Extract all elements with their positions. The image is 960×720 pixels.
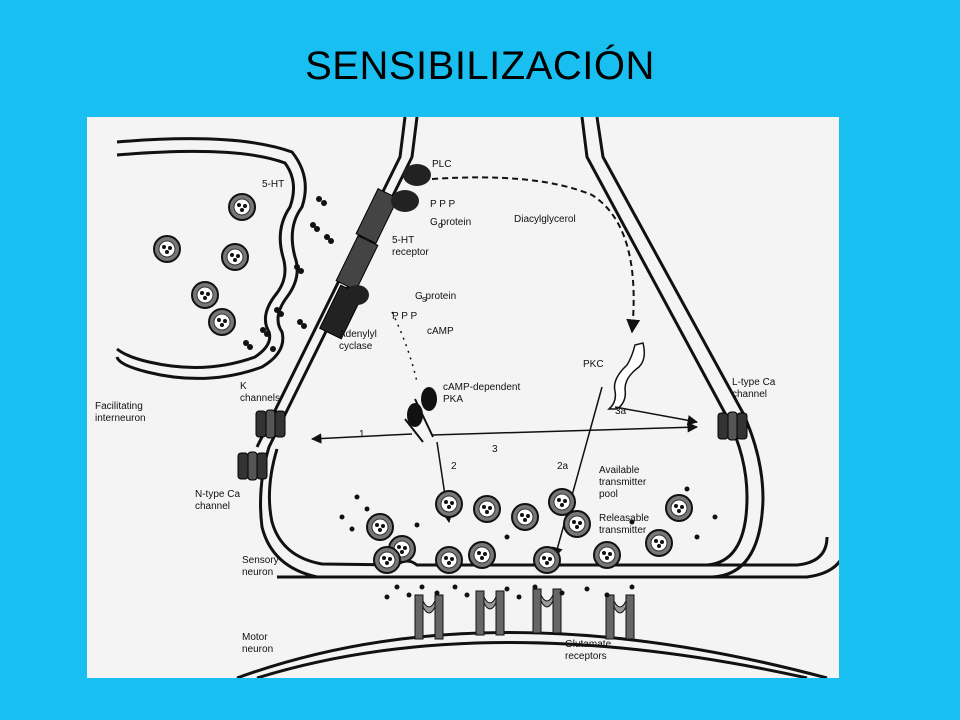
label-5-ht-receptor-1: 5-HT bbox=[392, 235, 414, 246]
label-ppp-2: P P P bbox=[392, 311, 418, 322]
pka-enzyme bbox=[404, 387, 437, 443]
label-ppp-1: P P P bbox=[430, 199, 456, 210]
glutamate-receptor bbox=[605, 594, 635, 640]
serotonin-molecules bbox=[243, 196, 334, 352]
label-glutamate-2: receptors bbox=[565, 651, 607, 662]
glutamate-receptor bbox=[475, 590, 505, 636]
glutamate-receptor bbox=[414, 594, 444, 640]
label-facilitating-2: interneuron bbox=[95, 413, 146, 424]
label-camp: cAMP bbox=[427, 326, 454, 337]
label-gs-subscript: s bbox=[422, 294, 427, 304]
label-diacylglycerol: Diacylglycerol bbox=[514, 214, 576, 225]
slide-title: SENSIBILIZACIÓN bbox=[305, 44, 655, 88]
label-pkc: PKC bbox=[583, 359, 604, 370]
label-5-ht-receptor-2: receptor bbox=[392, 247, 429, 258]
label-path-2a: 2a bbox=[557, 461, 569, 472]
motor-neuron bbox=[236, 631, 828, 678]
label-releasable-2: transmitter bbox=[599, 525, 647, 536]
label-available-3: pool bbox=[599, 489, 618, 500]
diacylglycerol-path bbox=[431, 176, 641, 334]
label-camp-pka-2: PKA bbox=[443, 394, 463, 405]
label-facilitating-1: Facilitating bbox=[95, 401, 143, 412]
label-adenylyl-1: Adenylyl bbox=[339, 329, 377, 340]
label-go-subscript: o bbox=[438, 220, 443, 230]
label-glutamate-1: Glutamate bbox=[565, 639, 612, 650]
k-channel bbox=[255, 409, 286, 439]
label-sensory-2: neuron bbox=[242, 567, 273, 578]
label-k-channels-1: K bbox=[240, 381, 247, 392]
label-available-2: transmitter bbox=[599, 477, 647, 488]
label-motor-1: Motor bbox=[242, 632, 268, 643]
label-gs-protein: G protein bbox=[415, 291, 456, 302]
synapse-diagram: 5-HT PLC P P P G protein o Diacylglycero… bbox=[87, 117, 839, 678]
label-adenylyl-2: cyclase bbox=[339, 341, 373, 352]
label-sensory-1: Sensory bbox=[242, 555, 279, 566]
label-camp-pka-1: cAMP-dependent bbox=[443, 382, 520, 393]
label-l-type-1: L-type Ca bbox=[732, 377, 776, 388]
label-k-channels-2: channels bbox=[240, 393, 280, 404]
camp-path bbox=[391, 311, 418, 383]
label-n-type-1: N-type Ca bbox=[195, 489, 240, 500]
label-l-type-2: channel bbox=[732, 389, 767, 400]
label-go-protein: G protein bbox=[430, 217, 471, 228]
label-path-2: 2 bbox=[451, 461, 457, 472]
label-plc: PLC bbox=[432, 159, 451, 170]
label-path-3a: 3a bbox=[615, 406, 627, 417]
pkc-enzyme bbox=[607, 342, 646, 410]
n-type-ca-channel bbox=[237, 451, 268, 481]
glutamate-receptor bbox=[532, 588, 562, 634]
l-type-ca-channel bbox=[717, 411, 748, 441]
label-path-3: 3 bbox=[492, 444, 498, 455]
label-releasable-1: Releasable bbox=[599, 513, 649, 524]
label-n-type-2: channel bbox=[195, 501, 230, 512]
membrane-receptors bbox=[319, 164, 431, 340]
released-transmitter bbox=[339, 486, 718, 600]
label-5-ht: 5-HT bbox=[262, 179, 284, 190]
label-motor-2: neuron bbox=[242, 644, 273, 655]
label-available-1: Available bbox=[599, 465, 640, 476]
facilitating-interneuron-terminal bbox=[115, 137, 307, 380]
label-path-1: 1 bbox=[359, 429, 365, 440]
